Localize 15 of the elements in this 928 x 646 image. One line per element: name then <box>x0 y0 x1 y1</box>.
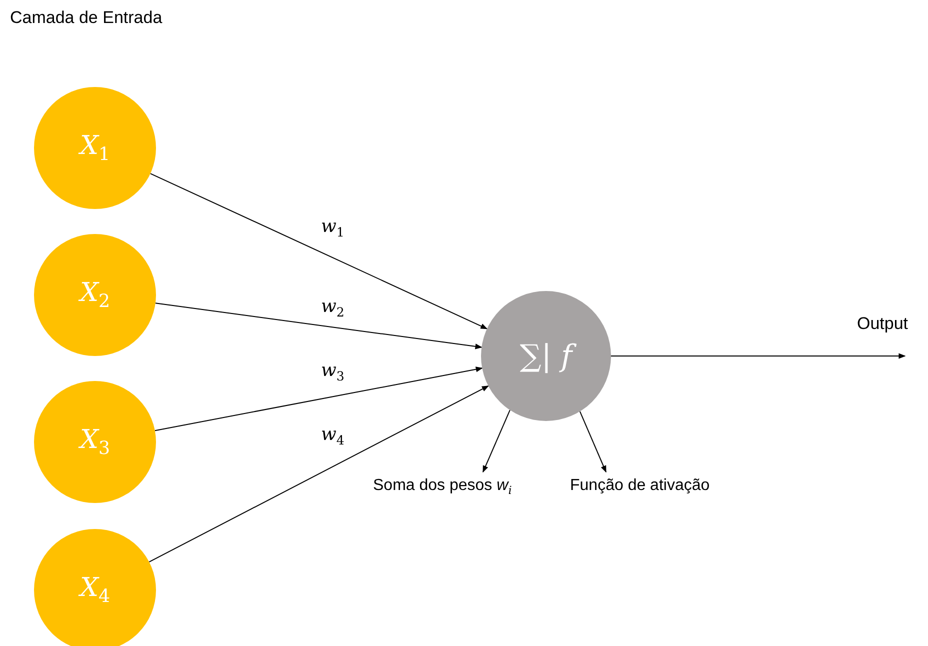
arrow <box>579 410 606 473</box>
arrow <box>482 410 510 473</box>
output-label: Output <box>857 314 908 334</box>
arrow <box>150 173 488 330</box>
node-label: X$_{2}$ <box>80 278 110 312</box>
arrow <box>154 302 482 350</box>
node-label: X$_{1}$ <box>80 130 110 166</box>
annotation-text: Soma dos pesos w$_{i}$ <box>373 477 512 498</box>
arrow <box>610 353 906 359</box>
node-label: X$_{4}$ <box>80 572 110 608</box>
node-label: X$_{3}$ <box>80 424 110 460</box>
arrow <box>148 385 489 562</box>
annotation-text: Função de ativação <box>570 477 710 495</box>
arrow <box>154 366 483 432</box>
layer-title: Camada de Entrada <box>10 8 162 28</box>
